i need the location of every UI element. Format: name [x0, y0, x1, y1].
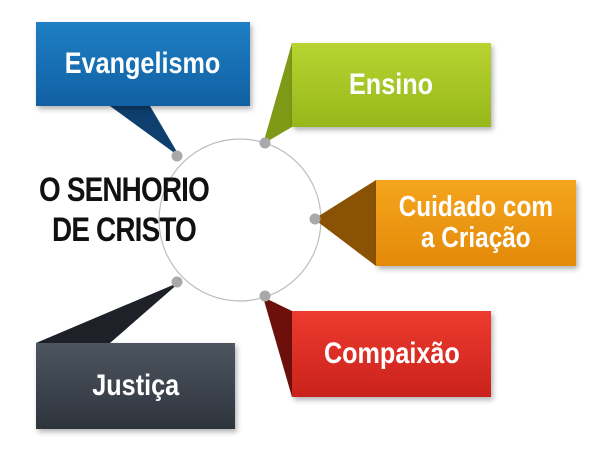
node-ensino-label: Ensino: [349, 68, 434, 101]
ensino-dot: [259, 137, 271, 149]
node-ensino: Ensino: [292, 43, 491, 127]
cuidado-tail: [314, 180, 376, 266]
justica-dot: [171, 276, 183, 288]
evangelismo-tail: [110, 106, 180, 157]
center-title-line1: O SENHORIO: [39, 171, 210, 209]
node-compaixao: Compaixão: [292, 311, 491, 397]
node-justica-label: Justiça: [92, 369, 179, 402]
center-title-line2: DE CRISTO: [52, 211, 197, 249]
compaixao-dot: [259, 290, 271, 302]
node-cuidado-label: Cuidado com a Criação: [399, 192, 553, 254]
node-evangelismo: Evangelismo: [36, 22, 250, 106]
node-cuidado-label-line1: Cuidado com: [398, 191, 554, 223]
center-title: O SENHORIO DE CRISTO: [31, 170, 218, 250]
node-justica: Justiça: [36, 343, 235, 429]
node-cuidado-label-line2: a Criação: [421, 222, 531, 254]
node-evangelismo-label: Evangelismo: [65, 47, 221, 80]
evangelismo-dot: [171, 150, 183, 162]
node-cuidado: Cuidado com a Criação: [376, 180, 576, 266]
node-compaixao-label: Compaixão: [323, 337, 460, 370]
justica-tail: [36, 282, 180, 343]
compaixao-tail: [263, 297, 292, 397]
ensino-tail: [263, 43, 292, 144]
cuidado-dot: [309, 213, 321, 225]
